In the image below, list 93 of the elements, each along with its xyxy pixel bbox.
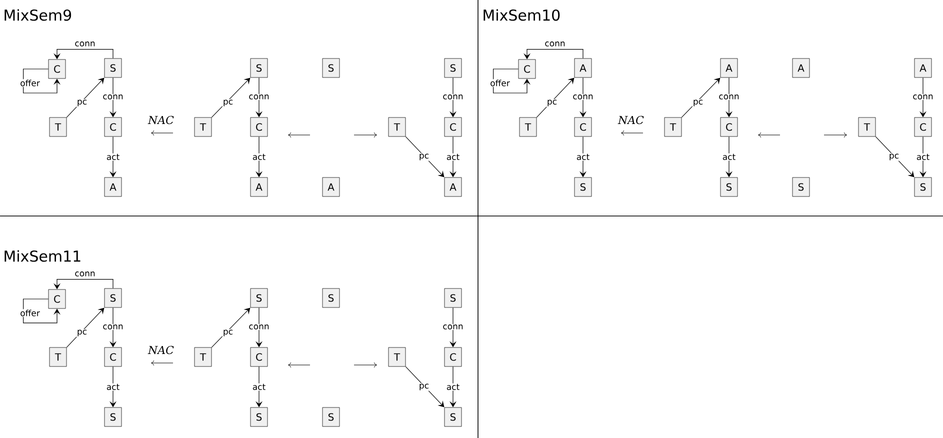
vertex-box: A [574,58,592,78]
vertex-box: S [444,288,462,308]
vertex-box: C [914,117,932,137]
vertex-box: T [519,117,537,137]
vertex-box: T [388,117,406,137]
edge-label: act [252,153,266,161]
arrow [66,78,104,118]
panel-title: MixSem10 [484,9,560,21]
edge-label: act [446,383,460,391]
vertex-box: A [792,58,810,78]
arrow [536,78,574,118]
edge-label: pc [418,383,430,391]
vertex-box: C [720,117,738,137]
edge-label: conn [442,324,464,330]
edge-label: conn [544,40,566,48]
vertex-box: S [322,407,340,427]
edge-label: pc [76,99,88,107]
vertex-box: A [250,177,268,197]
edge-label: act [106,383,120,391]
vertex-box: A [720,58,738,78]
edge-label: conn [74,270,96,278]
vertex-box: S [322,288,340,308]
constraint-label: NAC [148,346,174,354]
vertex-box: T [388,347,406,367]
vertex-box: T [49,117,67,137]
edge-label: conn [248,94,270,100]
arrow [66,308,104,348]
vertex-box: S [250,58,268,78]
edge-label: conn [102,94,124,100]
vertex-box: S [250,288,268,308]
edge-label: conn [718,94,740,100]
vertex-box: C [48,289,66,309]
panel-title: MixSem9 [4,9,72,21]
vertex-box: C [444,347,462,367]
panel-title: MixSem11 [4,250,80,262]
constraint-label: NAC [618,116,644,124]
vertex-box: C [250,347,268,367]
vertex-box: C [518,59,536,79]
edge-label: act [446,153,460,161]
edge-label: pc [76,329,88,337]
vertex-box: T [664,117,682,137]
vertex-box: A [104,177,122,197]
vertex-box: S [104,288,122,308]
vertex-box: C [104,117,122,137]
vertex-box: A [444,177,462,197]
vertex-box: T [49,347,67,367]
vertex-box: C [250,117,268,137]
edge-label: offer [20,79,40,87]
vertex-box: C [48,59,66,79]
edge-label: act [252,383,266,391]
vertex-box: S [444,407,462,427]
vertex-box: S [322,58,340,78]
vertex-box: T [194,117,212,137]
edge-label: conn [248,324,270,330]
edge-label: act [916,153,930,161]
edge-label: conn [572,94,594,100]
arrow [211,308,250,348]
arrow [875,136,914,178]
edge-label: act [106,153,120,161]
vertex-box: T [858,117,876,137]
vertex-box: C [574,117,592,137]
vertex-box: S [104,407,122,427]
vertex-box: S [444,58,462,78]
vertex-box: S [104,58,122,78]
edge-label: act [722,153,736,161]
edge-label: pc [692,99,704,107]
vertex-box: C [444,117,462,137]
edge-label: offer [20,309,40,317]
edge-label: pc [546,99,558,107]
arrow [211,78,250,118]
edge-label: offer [490,79,510,87]
arrow [405,366,444,408]
arrow [681,78,720,118]
vertex-box: S [574,177,592,197]
edge-label: pc [222,99,234,107]
vertex-box: S [720,177,738,197]
edge-label: conn [912,94,934,100]
vertex-box: T [194,347,212,367]
edge-label: conn [442,94,464,100]
edge-label: act [576,153,590,161]
edge-label: pc [888,153,900,161]
vertex-box: S [250,407,268,427]
vertex-box: A [914,58,932,78]
constraint-label: NAC [148,116,174,124]
vertex-box: S [792,177,810,197]
vertex-box: C [104,347,122,367]
vertex-box: A [322,177,340,197]
arrow [405,136,444,178]
vertex-box: S [914,177,932,197]
edge-label: pc [222,329,234,337]
edge-label: conn [74,40,96,48]
edge-label: conn [102,324,124,330]
edge-label: pc [418,153,430,161]
